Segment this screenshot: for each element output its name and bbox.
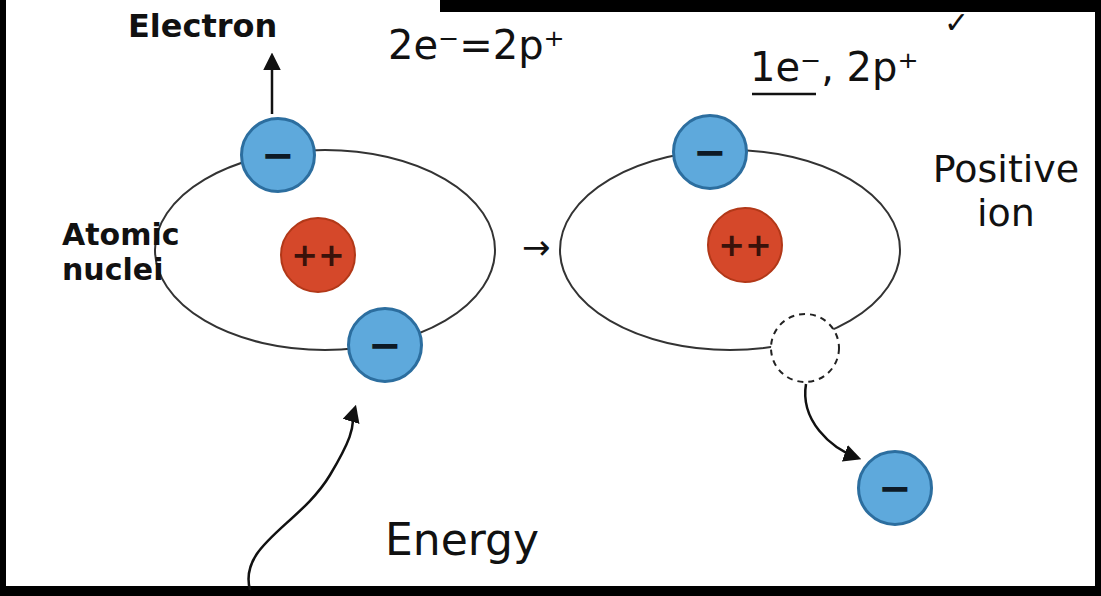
nucleus-charge: ++ bbox=[718, 229, 772, 261]
electron-circle: − bbox=[672, 114, 748, 190]
energy-label: Energy bbox=[385, 515, 539, 566]
charge-sign: − bbox=[693, 132, 727, 172]
charge-sign: − bbox=[368, 325, 402, 365]
vacancy-circle bbox=[771, 314, 839, 382]
underline bbox=[752, 93, 816, 96]
white-panel bbox=[6, 12, 1095, 586]
energy-arrow bbox=[248, 408, 355, 590]
leader-arrow bbox=[271, 56, 274, 114]
part-label: Electron bbox=[128, 8, 277, 45]
nucleus-circle: ++ bbox=[280, 217, 356, 293]
orbit-ellipse bbox=[155, 150, 495, 350]
process-arrow: → bbox=[522, 228, 551, 267]
ejection-arrow bbox=[805, 384, 858, 458]
check-mark: ✓ bbox=[944, 6, 969, 41]
electron-circle: − bbox=[857, 450, 933, 526]
electron-circle: − bbox=[347, 307, 423, 383]
result-label: Positive ion bbox=[920, 148, 1092, 235]
nucleus-charge: ++ bbox=[291, 239, 345, 271]
charge-count: 1e⁻, 2p⁺ bbox=[750, 44, 919, 90]
charge-equation: 2e⁻=2p⁺ bbox=[388, 22, 565, 68]
part-label: Atomic nuclei bbox=[62, 218, 212, 287]
nucleus-circle: ++ bbox=[707, 207, 783, 283]
charge-sign: − bbox=[878, 468, 912, 508]
charge-sign: − bbox=[261, 135, 295, 175]
electron-circle: − bbox=[240, 117, 316, 193]
